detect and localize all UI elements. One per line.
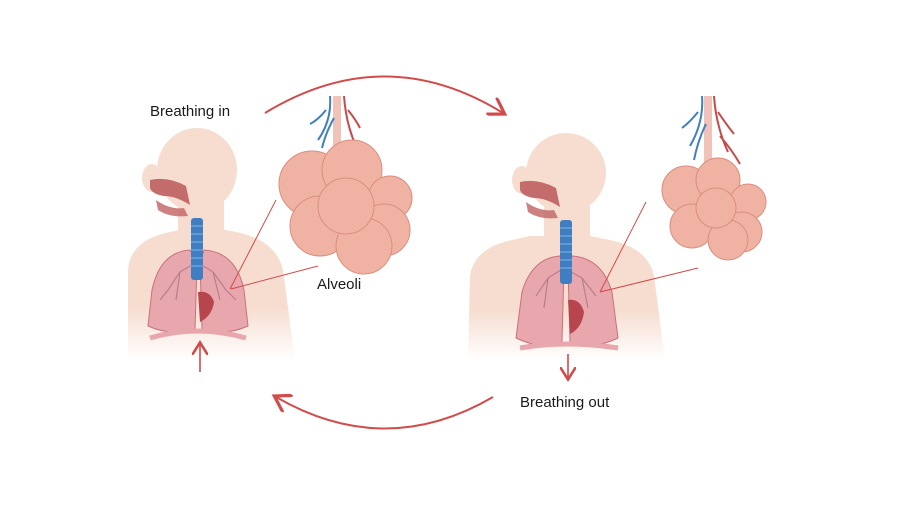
alveoli-label: Alveoli [317,276,362,293]
alveoli-deflated [661,157,767,261]
inhale-figure [128,128,295,372]
trachea-inhale [191,218,203,280]
inhale-blood-vessels [309,95,361,150]
exhale-to-inhale-arrow [276,397,494,430]
exhale-blood-vessels [681,95,741,168]
breathing-out-label: Breathing out [520,394,610,411]
alveoli-inflated [278,139,413,275]
inhale-to-exhale-arrow [264,75,503,114]
exhale-figure [468,133,665,378]
breathing-in-label: Breathing in [150,103,231,120]
